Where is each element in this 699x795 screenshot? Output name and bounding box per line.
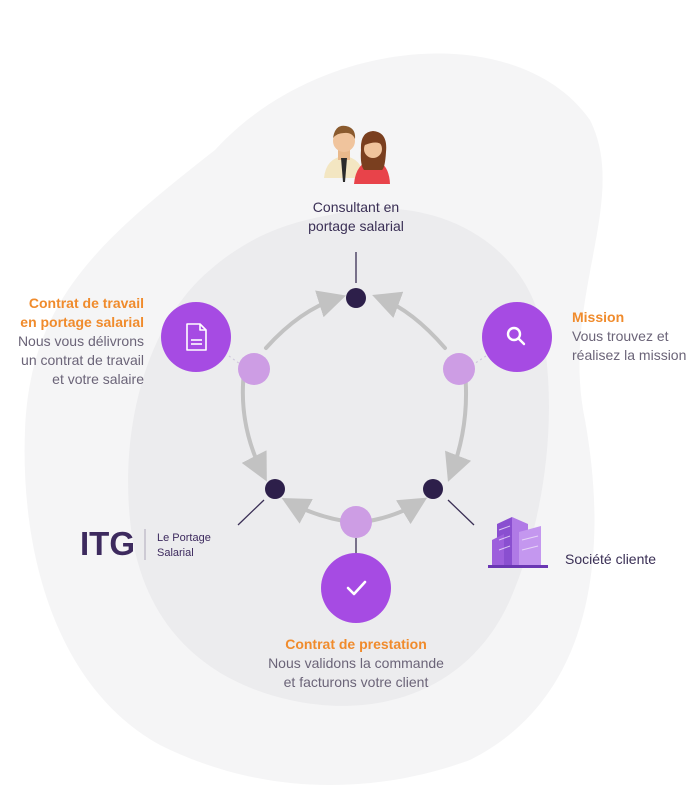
connector-societe xyxy=(447,499,475,526)
consultant-line-1: Consultant en xyxy=(312,199,400,215)
mission-label: Mission Vous trouvez et réalisez la miss… xyxy=(572,308,699,365)
node-dark-left xyxy=(265,479,285,499)
node-light-bottom xyxy=(340,506,372,538)
node-dark-top xyxy=(346,288,366,308)
people-icon xyxy=(324,125,390,184)
mission-desc-2: réalisez la mission xyxy=(572,347,687,363)
contrat-travail-label: Contrat de travail en portage salarial N… xyxy=(0,294,144,389)
consultant-line-2: portage salarial xyxy=(308,218,404,234)
contrat-travail-title-2: en portage salarial xyxy=(20,314,144,330)
check-icon xyxy=(346,580,367,596)
contrat-prestation-title: Contrat de prestation xyxy=(285,636,427,652)
dashed-connectors xyxy=(228,355,487,365)
arrow-top-left xyxy=(264,290,347,350)
mission-title: Mission xyxy=(572,309,625,325)
contrat-travail-desc-2: un contrat de travail xyxy=(21,352,144,368)
contrat-travail-desc-1: Nous vous délivrons xyxy=(17,333,144,349)
connector-itg xyxy=(237,499,265,526)
itg-tagline-1: Le Portage xyxy=(157,532,211,544)
contrat-prestation-label: Contrat de prestation Nous validons la c… xyxy=(236,635,476,692)
itg-tagline-2: Salarial xyxy=(157,547,194,559)
contrat-prestation-circle xyxy=(321,553,391,623)
node-light-right xyxy=(443,353,475,385)
node-dark-right xyxy=(423,479,443,499)
mission-circle xyxy=(482,302,552,372)
building-icon xyxy=(488,517,548,568)
societe-label: Société cliente xyxy=(565,550,695,569)
contrat-travail-circle xyxy=(161,302,231,372)
contrat-travail-desc-3: et votre salaire xyxy=(52,371,144,387)
background-blob-inner xyxy=(128,208,549,706)
contrat-prestation-desc-2: et facturons votre client xyxy=(283,674,429,690)
contrat-travail-title-1: Contrat de travail xyxy=(28,295,144,311)
contrat-prestation-desc-1: Nous validons la commande xyxy=(268,655,444,671)
document-icon xyxy=(186,323,207,351)
mission-desc-1: Vous trouvez et xyxy=(572,328,669,344)
connector-lines xyxy=(237,252,475,555)
consultant-label: Consultant en portage salarial xyxy=(280,198,432,236)
node-light-left xyxy=(238,353,270,385)
arrow-top-right xyxy=(372,291,447,350)
arrow-bottom-left xyxy=(281,498,346,524)
itg-logo: ITG xyxy=(80,525,135,562)
arrow-left xyxy=(240,370,267,482)
arrow-bottom-right xyxy=(367,497,428,525)
dash-contrat xyxy=(228,355,241,365)
search-icon xyxy=(506,326,526,346)
societe-text: Société cliente xyxy=(565,551,657,567)
